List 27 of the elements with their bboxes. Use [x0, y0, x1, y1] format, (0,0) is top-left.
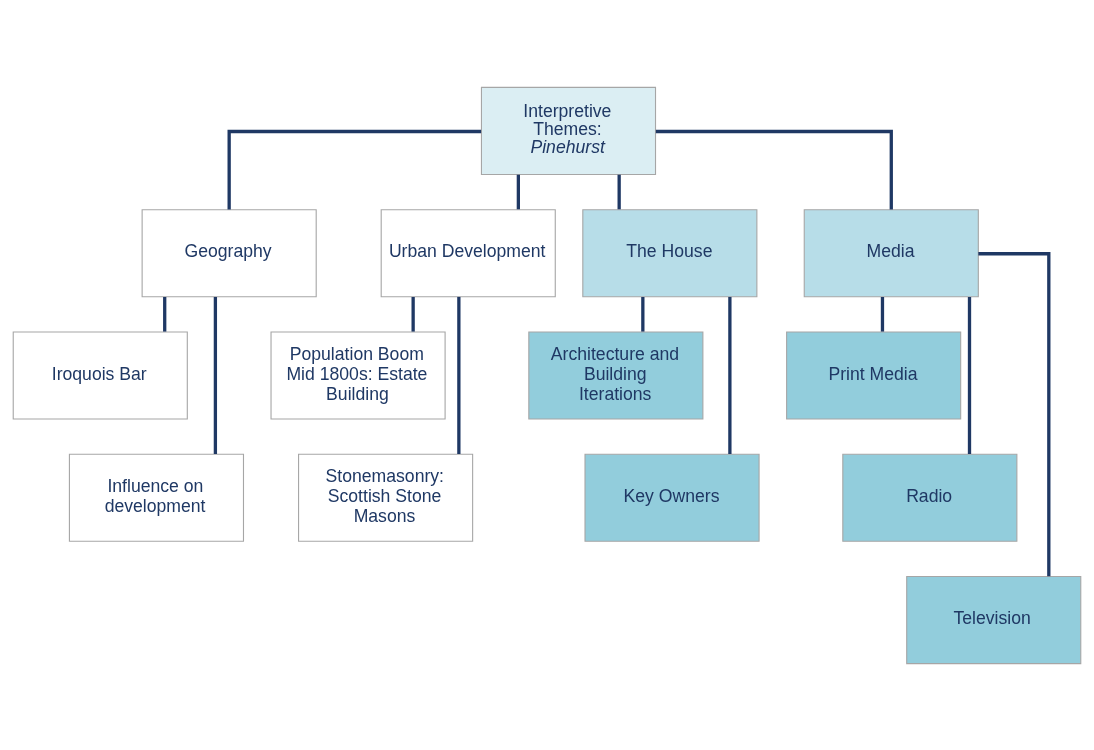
node-box: Stonemasonry: Scottish Stone Masons — [298, 453, 474, 542]
connector — [163, 296, 167, 332]
node-box: Architecture and Building Iterations — [528, 330, 704, 420]
connector — [213, 296, 218, 454]
connector — [516, 174, 520, 209]
node-box: Interpretive Themes: Pinehurst — [480, 86, 657, 175]
node-box: Television — [906, 575, 1082, 664]
connector — [655, 129, 893, 210]
node-box: Geography — [141, 208, 317, 297]
connector — [227, 129, 482, 210]
connector — [967, 296, 972, 454]
node-box: Key Owners — [584, 453, 760, 542]
node-box: Influence on development — [68, 453, 245, 542]
connector — [728, 296, 732, 454]
node-box: Radio — [842, 453, 1018, 542]
node-box: Population Boom Mid 1800s: Estate Building — [270, 330, 446, 420]
node-box: Print Media — [786, 330, 962, 420]
connector — [880, 296, 885, 332]
node-box: Iroquois Bar — [12, 330, 188, 420]
connector — [617, 174, 621, 209]
connector — [641, 296, 645, 332]
node-box: Media — [803, 208, 979, 297]
node-box: The House — [582, 208, 758, 297]
connector — [411, 296, 415, 332]
connector — [457, 296, 461, 454]
node-box: Urban Development — [380, 208, 556, 297]
connector — [978, 251, 1051, 576]
